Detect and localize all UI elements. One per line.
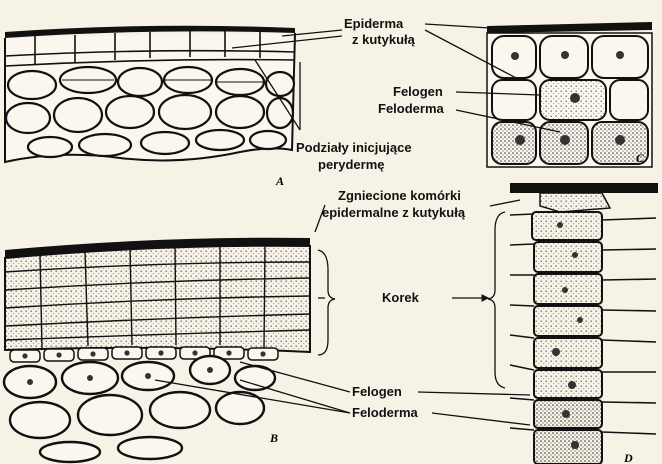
panel-letter-b: B	[269, 431, 278, 445]
label-initiating-divisions-line2: perydermę	[318, 157, 385, 172]
label-phellogen-c: Felogen	[393, 84, 443, 99]
label-phelloderm-b: Feloderma	[352, 405, 418, 420]
label-crushed-cells-line2: epidermalne z kutykułą	[322, 205, 466, 220]
leader-lines	[154, 23, 561, 426]
panel-a-tissue	[4, 25, 296, 164]
label-phellogen-b: Felogen	[352, 384, 402, 399]
panel-b-tissue	[2, 237, 311, 464]
label-epidermis-line2: z kutykułą	[352, 32, 415, 47]
panel-c-tissue	[486, 22, 653, 168]
panel-letter-c: C	[636, 151, 645, 165]
label-cork: Korek	[382, 290, 419, 305]
label-initiating-divisions-line1: Podziały inicjujące	[296, 140, 412, 155]
panel-letter-d: D	[623, 451, 633, 464]
panel-letter-a: A	[275, 174, 284, 188]
label-epidermis-line1: Epiderma	[344, 16, 404, 31]
label-crushed-cells-line1: Zgniecione komórki	[338, 188, 461, 203]
label-phelloderm-c: Feloderma	[378, 101, 444, 116]
panel-d-tissue	[509, 183, 658, 464]
